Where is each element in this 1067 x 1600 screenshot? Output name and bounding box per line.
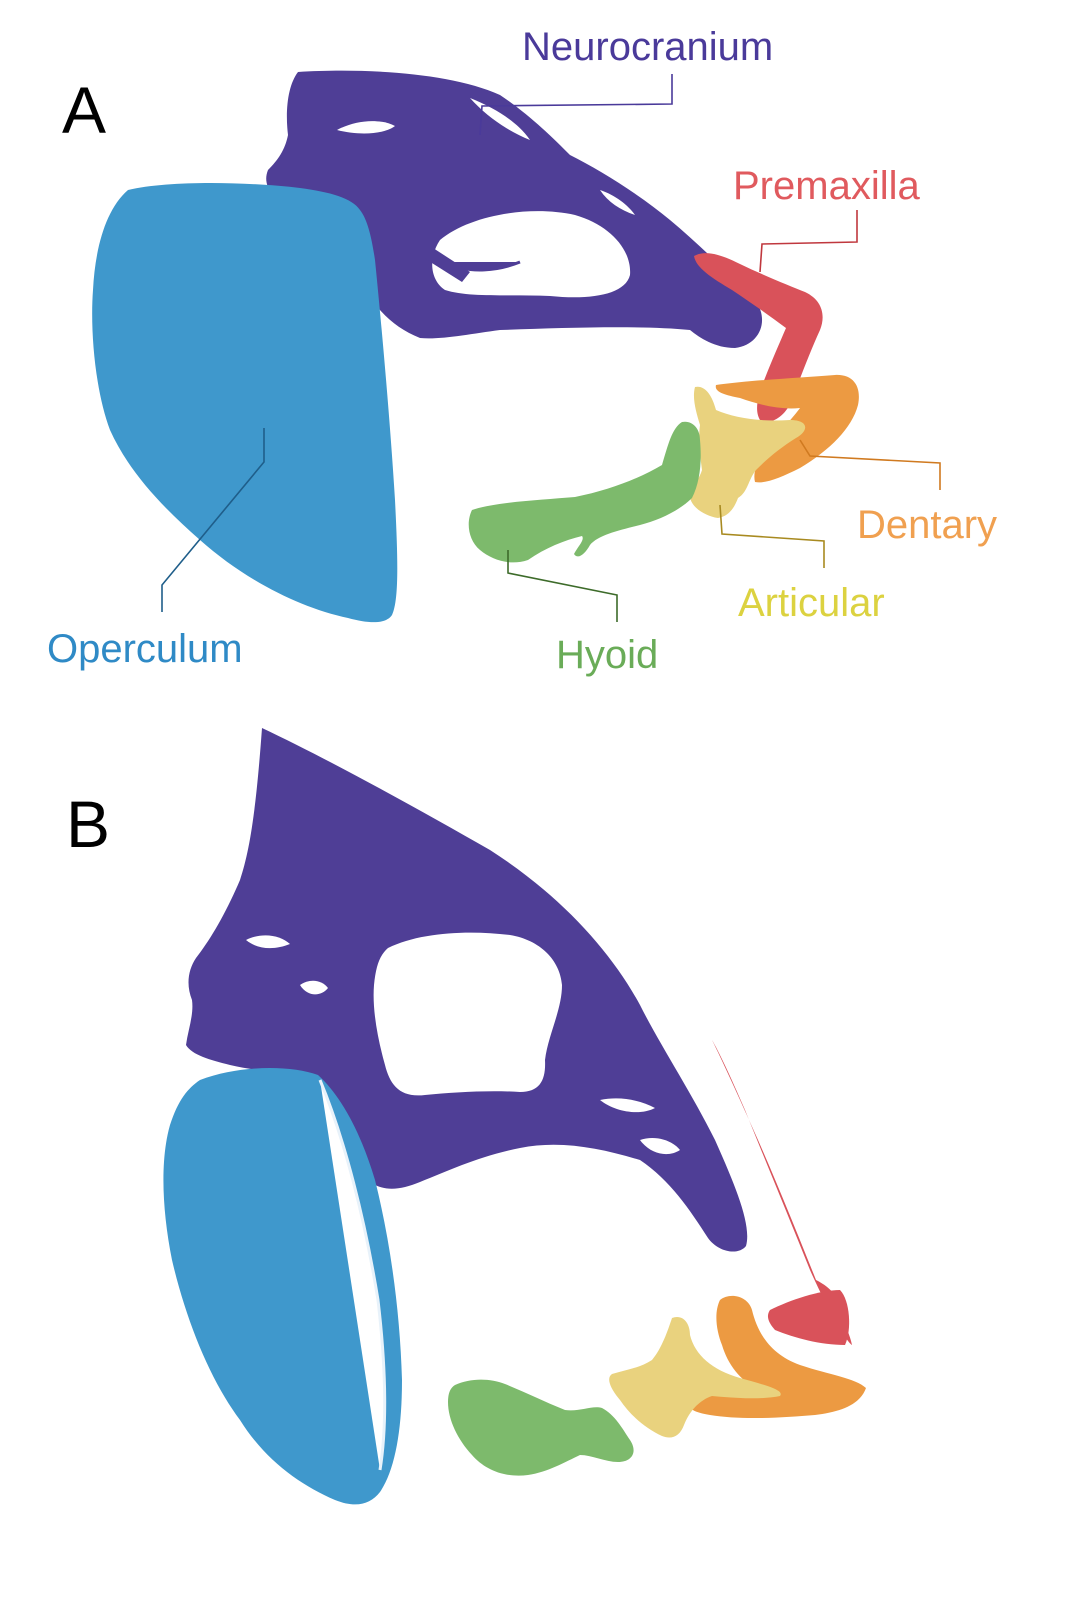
label-operculum: Operculum <box>47 627 243 671</box>
leader-hyoid <box>507 550 618 622</box>
panel-b: B <box>66 728 866 1505</box>
hyoid-a <box>468 421 701 563</box>
leader-articular <box>719 504 825 568</box>
leader-premaxilla <box>759 210 858 273</box>
leader-dentary <box>799 439 941 490</box>
panel-b-letter: B <box>66 787 110 861</box>
neurocranium-b <box>186 728 748 1252</box>
articular-b <box>609 1316 781 1438</box>
operculum-a <box>92 183 398 623</box>
label-dentary: Dentary <box>857 503 997 547</box>
label-premaxilla: Premaxilla <box>733 164 920 208</box>
articular-a <box>690 386 806 518</box>
hyoid-b <box>448 1379 634 1476</box>
panel-a: A Neurocranium Premaxilla <box>47 25 997 677</box>
neurocranium-a <box>266 70 763 349</box>
label-articular: Articular <box>738 581 885 625</box>
label-neurocranium: Neurocranium <box>522 25 773 69</box>
leader-neurocranium <box>479 74 673 136</box>
panel-a-letter: A <box>62 73 106 147</box>
leader-operculum <box>161 428 265 612</box>
dentary-b <box>686 1295 866 1419</box>
label-hyoid: Hyoid <box>556 633 658 677</box>
